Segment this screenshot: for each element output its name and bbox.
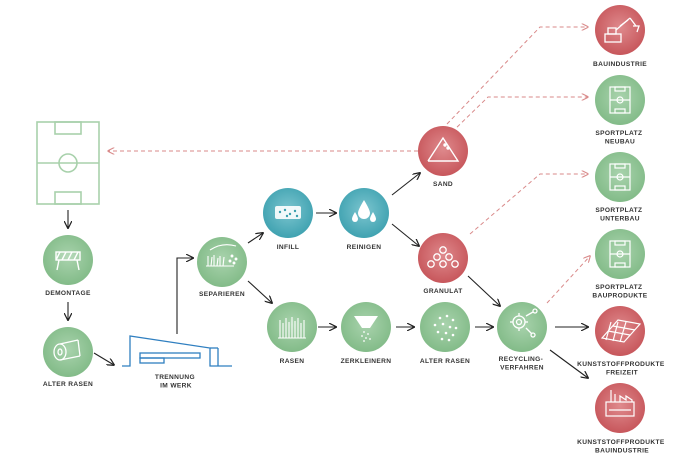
output-kunststoffprodukte-freizeit: KUNSTSTOFFPRODUKTE FREIZEIT [577, 306, 667, 377]
label-zerkleinern: ZERKLEINERN [341, 358, 392, 365]
separator-icon [206, 244, 238, 267]
label-alter-rasen-left: ALTER RASEN [43, 381, 93, 388]
arrow-separieren-to-rasen [247, 280, 272, 303]
recycling-gear-icon [510, 308, 538, 338]
node-alter-rasen-left: ALTER RASEN [43, 327, 93, 388]
output-bauindustrie: BAUINDUSTRIE [593, 5, 647, 68]
sand-pile-icon [427, 136, 460, 162]
label-kunststoffprodukte-freizeit: KUNSTSTOFFPRODUKTE FREIZEIT [577, 361, 667, 377]
label-sand: SAND [433, 181, 453, 188]
label-granulat: GRANULAT [423, 288, 462, 295]
football-field-icon [609, 163, 631, 191]
excavator-icon [604, 17, 640, 43]
old-football-field-icon [36, 121, 100, 205]
node-trennung-im-werk: TRENNUNG IM WERK [122, 335, 232, 390]
dashed-arrow-sand-to-neubau [451, 97, 588, 133]
dashed-arrow-granulat-to-unterbau [469, 174, 588, 235]
label-sportplatz-neubau: SPORTPLATZ NEUBAU [595, 130, 644, 146]
label-demontage: DEMONTAGE [45, 290, 91, 297]
label-bauindustrie: BAUINDUSTRIE [593, 61, 647, 68]
tiles-icon [600, 319, 642, 343]
dashed-arrow-recycling-to-bauprodukte [546, 256, 590, 304]
factory-icon [122, 335, 232, 367]
label-sportplatz-unterbau: SPORTPLATZ UNTERBAU [595, 207, 644, 223]
label-rasen: RASEN [280, 358, 305, 365]
football-field-icon [609, 240, 631, 268]
arrow-alter-rasen-to-factory [93, 352, 114, 365]
arrow-factory-to-separieren [176, 258, 193, 334]
grass-blades-icon [278, 317, 306, 339]
label-sportplatz-bauprodukte: SPORTPLATZ BAUPRODUKTE [592, 284, 647, 300]
output-sportplatz-neubau: SPORTPLATZ NEUBAU [595, 75, 645, 146]
node-rasen: RASEN [267, 302, 317, 365]
node-granulat: GRANULAT [418, 233, 468, 295]
node-demontage: DEMONTAGE [43, 235, 93, 297]
granules-icon [427, 246, 459, 268]
output-kunststoffprodukte-bauindustrie: KUNSTSTOFFPRODUKTE BAUINDUSTRIE [577, 383, 667, 455]
label-alter-rasen-mid: ALTER RASEN [420, 358, 470, 365]
label-separieren: SEPARIEREN [199, 291, 245, 298]
label-infill: INFILL [277, 244, 300, 251]
shredder-icon [354, 316, 378, 342]
output-sportplatz-bauprodukte: SPORTPLATZ BAUPRODUKTE [592, 229, 647, 300]
arrow-granulat-to-recycling [467, 275, 500, 306]
water-drops-icon [352, 200, 376, 222]
label-trennung-im-werk: TRENNUNG IM WERK [155, 374, 197, 390]
fibers-icon [433, 314, 458, 342]
arrow-reinigen-to-sand [391, 173, 420, 196]
output-sportplatz-unterbau: SPORTPLATZ UNTERBAU [595, 152, 645, 223]
node-zerkleinern: ZERKLEINERN [341, 302, 392, 365]
barrier-icon [55, 251, 81, 271]
node-separieren: SEPARIEREN [197, 237, 247, 298]
label-reinigen: REINIGEN [347, 244, 382, 251]
dashed-arrow-sand-to-bauindustrie [446, 27, 588, 125]
node-infill: INFILL [263, 188, 313, 251]
node-sand: SAND [418, 126, 468, 188]
plant-icon [605, 390, 635, 417]
connectors [68, 27, 590, 378]
turf-roll-icon [53, 339, 81, 361]
arrow-reinigen-to-granulat [391, 223, 419, 246]
node-recycling-verfahren: RECYCLING- VERFAHREN [497, 302, 547, 372]
infill-icon [275, 206, 301, 219]
arrow-separieren-to-infill [247, 233, 263, 244]
arrow-recycling-to-kunststoff-bau [549, 349, 588, 378]
football-field-icon [609, 86, 631, 114]
node-alter-rasen-mid: ALTER RASEN [420, 302, 470, 365]
node-reinigen: REINIGEN [339, 188, 389, 251]
label-recycling-verfahren: RECYCLING- VERFAHREN [499, 356, 546, 372]
label-kunststoffprodukte-bauindustrie: KUNSTSTOFFPRODUKTE BAUINDUSTRIE [577, 439, 667, 455]
